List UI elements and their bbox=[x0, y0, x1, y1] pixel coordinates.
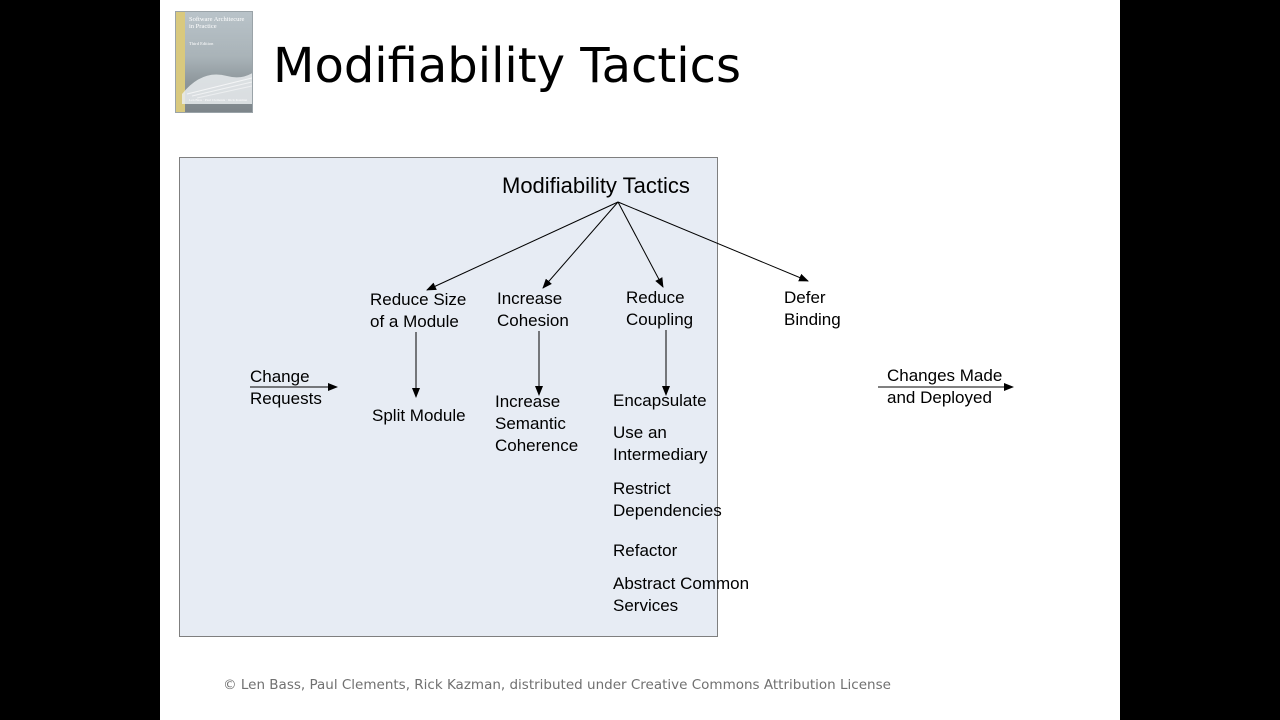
copyright-footer: © Len Bass, Paul Clements, Rick Kazman, … bbox=[223, 677, 891, 693]
category-reduce-coupling: Reduce Coupling bbox=[626, 288, 694, 329]
tactics-diagram-panel bbox=[179, 157, 718, 637]
book-title: Software Architecure in Practice bbox=[189, 16, 245, 30]
tactic-refactor: Refactor bbox=[613, 541, 678, 560]
tactic-restrict-dependencies: Restrict Dependencies bbox=[613, 479, 722, 520]
tactic-abstract-common-services: Abstract Common Services bbox=[613, 574, 750, 615]
arrow-root-to-reduce-size bbox=[426, 201, 619, 291]
category-defer-binding: Defer Binding bbox=[784, 288, 841, 329]
book-edition: Third Edition bbox=[189, 41, 214, 46]
change-requests-label: Change Requests bbox=[250, 366, 330, 410]
arrow-root-to-reduce-coupling bbox=[617, 201, 664, 288]
tactic-increase-semantic-coherence: Increase Semantic Coherence bbox=[495, 392, 579, 455]
arrow-root-to-increase-cohesion bbox=[542, 201, 619, 289]
tactic-split-module: Split Module bbox=[372, 406, 466, 425]
book-cover-image: Software Architecure in Practice Third E… bbox=[176, 12, 252, 112]
change-requests-text: Change Requests bbox=[250, 367, 322, 408]
category-reduce-size: Reduce Size of a Module bbox=[370, 290, 467, 331]
category-increase-cohesion: Increase Cohesion bbox=[497, 289, 569, 330]
slide-title: Modifiability Tactics bbox=[273, 38, 741, 94]
diagram-root-label: Modifiability Tactics bbox=[502, 173, 690, 198]
arrow-root-to-defer-binding bbox=[617, 201, 809, 282]
changes-deployed-label: Changes Made and Deployed bbox=[887, 365, 1017, 409]
book-cover-illustration bbox=[182, 73, 252, 104]
changes-deployed-text: Changes Made and Deployed bbox=[887, 366, 1003, 407]
book-spine-stripe bbox=[176, 12, 185, 112]
tactic-encapsulate: Encapsulate bbox=[613, 391, 707, 410]
tactic-use-an-intermediary: Use an Intermediary bbox=[613, 423, 708, 464]
book-authors: Len Bass · Paul Clements · Rick Kazman bbox=[189, 98, 248, 102]
